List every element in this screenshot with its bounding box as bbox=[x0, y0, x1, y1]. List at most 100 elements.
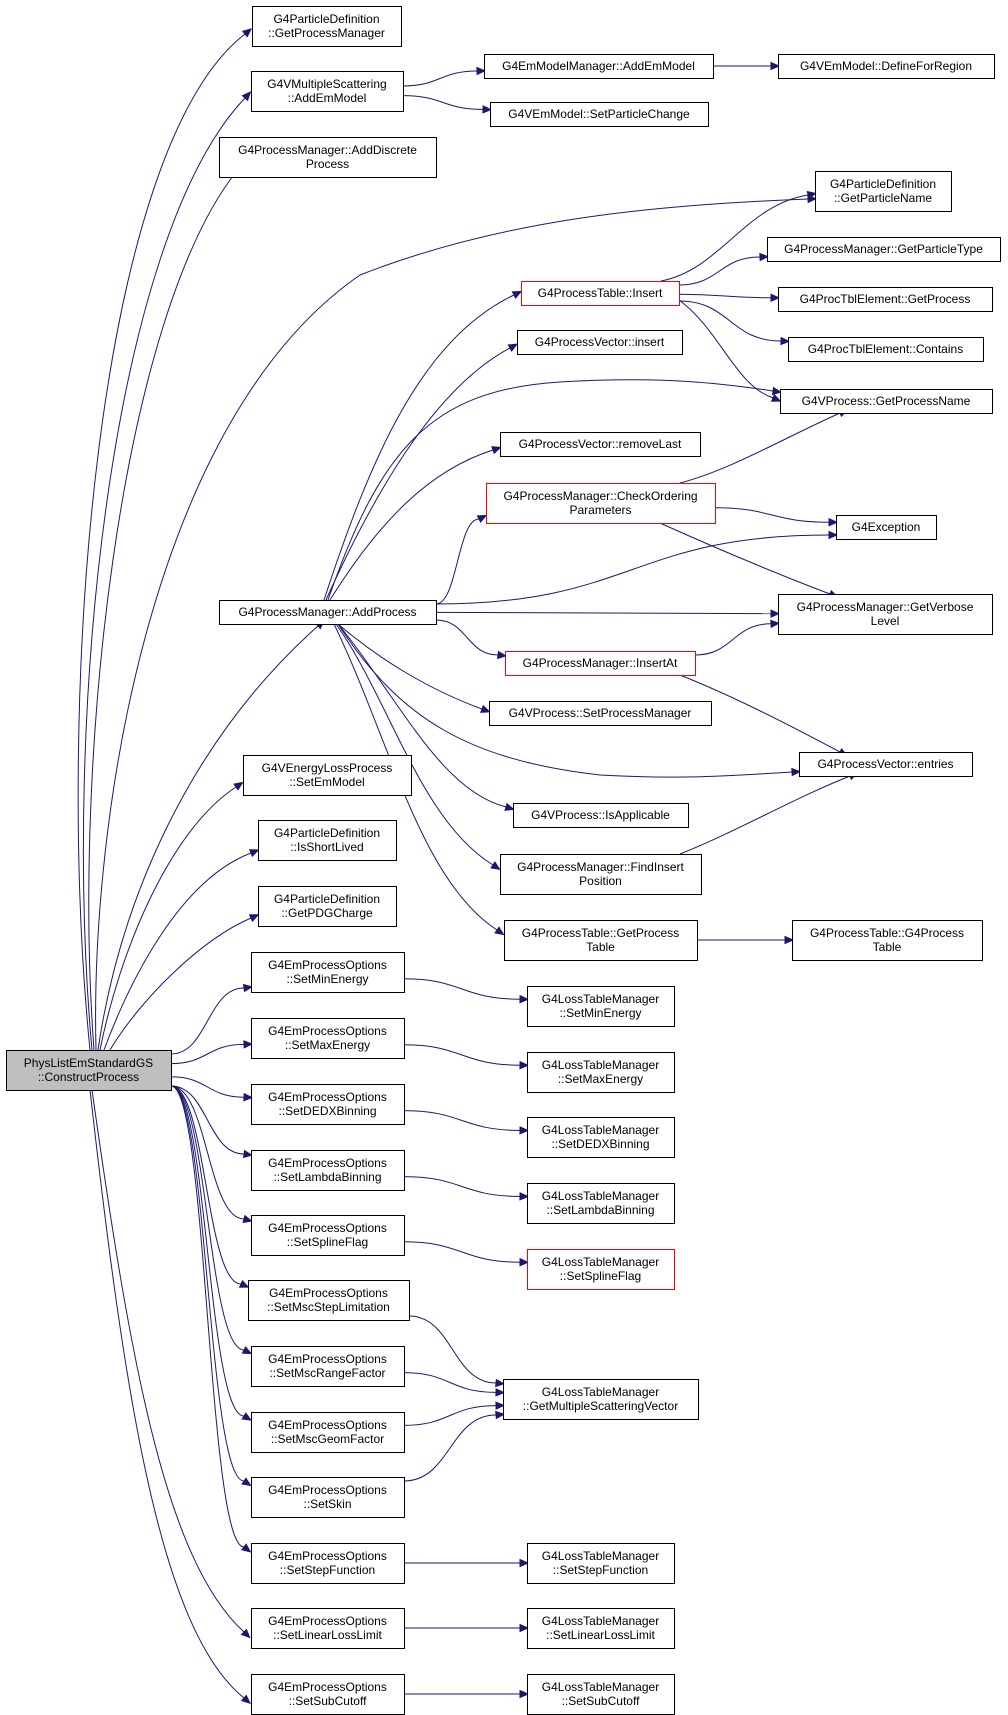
node-label-line: ::SetLinearLossLimit bbox=[273, 1628, 382, 1642]
node-pte-getprocess[interactable]: G4ProcTblElement::GetProcess bbox=[778, 287, 993, 312]
node-emmm-addemmodel[interactable]: G4EmModelManager::AddEmModel bbox=[484, 54, 714, 79]
node-box bbox=[527, 1052, 675, 1093]
edge-line bbox=[170, 1085, 245, 1417]
node-vms-addemmodel[interactable]: G4VMultipleScattering::AddEmModel bbox=[251, 71, 404, 112]
arrowhead bbox=[482, 105, 493, 114]
node-box bbox=[778, 54, 995, 79]
node-epo-setmscsteplimitation[interactable]: G4EmProcessOptions::SetMscStepLimitation bbox=[248, 1280, 410, 1321]
node-label-line: ::SetLambdaBinning bbox=[546, 1203, 654, 1217]
node-ltm-setlambdabinning[interactable]: G4LossTableManager::SetLambdaBinning bbox=[527, 1183, 675, 1224]
node-g4exception[interactable]: G4Exception bbox=[836, 515, 937, 540]
edge-line bbox=[77, 33, 246, 1051]
node-epo-setmscrangefactor[interactable]: G4EmProcessOptions::SetMscRangeFactor bbox=[251, 1346, 405, 1387]
node-label-line: ::GetParticleName bbox=[834, 191, 932, 205]
node-epo-setmaxenergy[interactable]: G4EmProcessOptions::SetMaxEnergy bbox=[251, 1018, 405, 1059]
edge-pm-addprocess-to-pm-checkordering bbox=[435, 514, 488, 605]
edge-root-to-epo-setsubcutoff bbox=[89, 1089, 251, 1705]
node-pv-entries[interactable]: G4ProcessVector::entries bbox=[799, 752, 973, 777]
node-pd-getpdgcharge[interactable]: G4ParticleDefinition::GetPDGCharge bbox=[258, 886, 397, 927]
arrowhead bbox=[511, 290, 523, 300]
node-epo-setlambdabinning[interactable]: G4EmProcessOptions::SetLambdaBinning bbox=[251, 1150, 405, 1191]
edge-pt-insert-to-vp-getprocessname bbox=[678, 299, 782, 402]
node-pm-checkordering[interactable]: G4ProcessManager::CheckOrderingParameter… bbox=[486, 483, 716, 524]
edge-line bbox=[679, 674, 841, 753]
edge-pm-addprocess-to-pv-insert bbox=[325, 343, 519, 601]
node-pm-getparticletype[interactable]: G4ProcessManager::GetParticleType bbox=[767, 237, 1001, 262]
arrowhead bbox=[828, 517, 839, 527]
node-pt-g4processtable[interactable]: G4ProcessTable::G4ProcessTable bbox=[792, 920, 983, 961]
node-pd-getparticlename[interactable]: G4ParticleDefinition::GetParticleName bbox=[815, 171, 952, 212]
node-label-line: ::SetEmModel bbox=[289, 775, 364, 789]
edge-pt-getprocesstable-to-pt-g4processtable bbox=[697, 935, 795, 945]
node-label-line: G4ProcessVector::insert bbox=[535, 335, 665, 349]
node-vp-getprocessname[interactable]: G4VProcess::GetProcessName bbox=[780, 389, 993, 414]
call-nodes: PhysListEmStandardGS::ConstructProcessG4… bbox=[6, 6, 1001, 1715]
node-label-line: ::SetMaxEnergy bbox=[558, 1072, 643, 1086]
edge-pm-addprocess-to-pv-entries bbox=[337, 623, 802, 778]
node-ltm-setsubcutoff[interactable]: G4LossTableManager::SetSubCutoff bbox=[527, 1674, 675, 1715]
node-epo-setlinearlosslimit[interactable]: G4EmProcessOptions::SetLinearLossLimit bbox=[251, 1608, 405, 1649]
edge-epo-setmscsteplimitation-to-ltm-getmsvector bbox=[408, 1315, 506, 1388]
node-epo-setsubcutoff[interactable]: G4EmProcessOptions::SetSubCutoff bbox=[251, 1674, 405, 1715]
node-ltm-setlinearlosslimit[interactable]: G4LossTableManager::SetLinearLossLimit bbox=[527, 1608, 675, 1649]
node-epo-setsplineflag[interactable]: G4EmProcessOptions::SetSplineFlag bbox=[251, 1215, 405, 1256]
edge-root-to-epo-setmaxenergy bbox=[170, 1040, 254, 1065]
node-label-line: G4LossTableManager bbox=[542, 1255, 659, 1269]
node-box bbox=[258, 886, 397, 927]
node-pte-contains[interactable]: G4ProcTblElement::Contains bbox=[788, 337, 984, 362]
node-box bbox=[252, 6, 402, 47]
node-pt-insert[interactable]: G4ProcessTable::Insert bbox=[521, 281, 680, 306]
arrowhead bbox=[241, 1543, 252, 1553]
edge-root-to-epo-setsplineflag bbox=[170, 1085, 253, 1223]
node-root[interactable]: PhysListEmStandardGS::ConstructProcess bbox=[6, 1050, 172, 1091]
arrowhead bbox=[504, 802, 515, 811]
edge-line bbox=[97, 625, 319, 1051]
edge-line bbox=[170, 1085, 245, 1482]
edge-root-to-epo-setmscsteplimitation bbox=[170, 1085, 250, 1288]
node-pv-removelast[interactable]: G4ProcessVector::removeLast bbox=[500, 432, 701, 457]
node-velp-setemmodel[interactable]: G4VEnergyLossProcess::SetEmModel bbox=[243, 755, 412, 796]
node-ltm-getmsvector[interactable]: G4LossTableManager::GetMultipleScatterin… bbox=[503, 1379, 699, 1420]
node-vp-setprocessmanager[interactable]: G4VProcess::SetProcessManager bbox=[489, 701, 712, 726]
node-box bbox=[248, 1280, 410, 1321]
edge-line bbox=[333, 623, 498, 931]
node-pm-insertat[interactable]: G4ProcessManager::InsertAt bbox=[505, 651, 696, 676]
node-ltm-setdedxbinning[interactable]: G4LossTableManager::SetDEDXBinning bbox=[527, 1117, 675, 1158]
edge-pm-insertat-to-pm-getverboselevel bbox=[694, 619, 781, 656]
node-epo-setminenergy[interactable]: G4EmProcessOptions::SetMinEnergy bbox=[251, 952, 405, 993]
node-epo-setskin[interactable]: G4EmProcessOptions::SetSkin bbox=[251, 1477, 405, 1518]
node-epo-setstepfunction[interactable]: G4EmProcessOptions::SetStepFunction bbox=[251, 1543, 405, 1584]
node-pd-getprocessmanager[interactable]: G4ParticleDefinition::GetProcessManager bbox=[252, 6, 402, 47]
node-label-line: G4LossTableManager bbox=[542, 992, 659, 1006]
node-label-line: ::SetDEDXBinning bbox=[551, 1137, 649, 1151]
node-ltm-setmaxenergy[interactable]: G4LossTableManager::SetMaxEnergy bbox=[527, 1052, 675, 1093]
edge-line bbox=[170, 1085, 245, 1548]
node-label-line: G4ProcessManager::GetVerbose bbox=[797, 600, 974, 614]
edge-line bbox=[402, 95, 484, 110]
node-vem-setparticlechange[interactable]: G4VEmModel::SetParticleChange bbox=[490, 102, 709, 127]
node-label-line: Position bbox=[579, 874, 622, 888]
node-ltm-setminenergy[interactable]: G4LossTableManager::SetMinEnergy bbox=[527, 986, 675, 1027]
node-pv-insert[interactable]: G4ProcessVector::insert bbox=[517, 330, 683, 355]
node-epo-setdedxbinning[interactable]: G4EmProcessOptions::SetDEDXBinning bbox=[251, 1084, 405, 1125]
arrowhead bbox=[770, 61, 781, 71]
arrowhead bbox=[240, 1694, 251, 1705]
node-vem-defineforregion[interactable]: G4VEmModel::DefineForRegion bbox=[778, 54, 995, 79]
node-label-line: G4ParticleDefinition bbox=[274, 892, 380, 906]
arrowhead bbox=[759, 252, 770, 262]
node-ltm-setsplineflag[interactable]: G4LossTableManager::SetSplineFlag bbox=[527, 1249, 675, 1290]
node-pd-isshortlived[interactable]: G4ParticleDefinition::IsShortLived bbox=[258, 820, 397, 861]
arrowhead bbox=[780, 336, 791, 346]
node-ltm-setstepfunction[interactable]: G4LossTableManager::SetStepFunction bbox=[527, 1543, 675, 1584]
node-pm-addprocess[interactable]: G4ProcessManager::AddProcess bbox=[219, 600, 437, 625]
node-epo-setmscgeomfactor[interactable]: G4EmProcessOptions::SetMscGeomFactor bbox=[251, 1412, 405, 1453]
arrowhead bbox=[241, 1477, 252, 1487]
node-box bbox=[778, 594, 993, 635]
node-label-line: G4LossTableManager bbox=[542, 1614, 659, 1628]
edge-line bbox=[679, 412, 841, 484]
node-vp-isapplicable[interactable]: G4VProcess::IsApplicable bbox=[513, 803, 689, 828]
